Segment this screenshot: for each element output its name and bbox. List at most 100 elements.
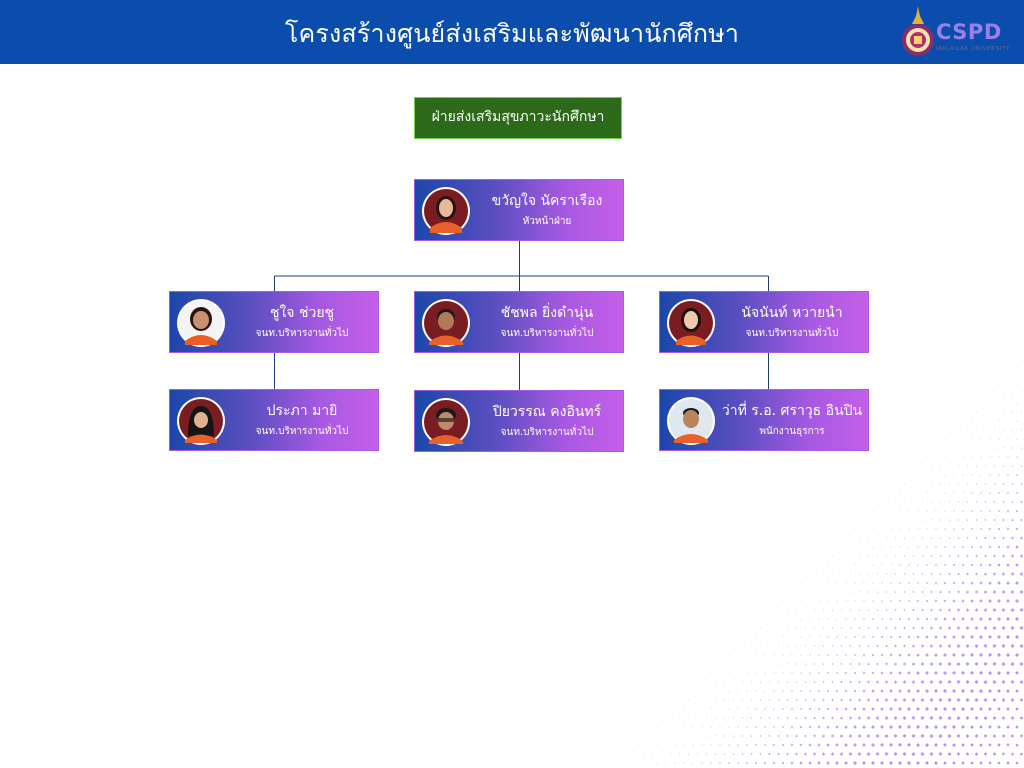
halftone-dot [899,492,901,494]
halftone-dot [1012,375,1013,377]
halftone-dot [805,573,806,575]
halftone-dot [911,733,916,738]
halftone-dot [934,671,938,675]
halftone-dot [1020,429,1023,431]
halftone-dot [997,527,1001,531]
halftone-dot [931,411,932,413]
halftone-dot [732,717,735,719]
halftone-dot [934,653,938,657]
halftone-dot [890,582,892,584]
halftone-dot [1019,644,1024,649]
halftone-dot [1010,590,1015,594]
halftone-dot [737,636,739,638]
halftone-dot [943,599,947,603]
halftone-dot [760,591,761,593]
person-name: ชูใจ ช่วยชู [269,305,335,321]
halftone-dot [791,510,793,512]
halftone-dot [939,590,942,594]
halftone-dot [975,572,978,576]
halftone-dot [948,483,951,485]
halftone-dot [960,670,966,675]
halftone-dot [951,688,957,693]
halftone-dot [913,411,914,413]
halftone-dot [787,519,788,521]
halftone-dot [994,357,995,359]
halftone-dot [777,717,780,719]
halftone-dot [1015,689,1019,693]
halftone-dot [822,663,825,665]
halftone-dot [1006,581,1010,585]
halftone-dot [974,661,979,666]
halftone-dot [1014,616,1020,621]
halftone-dot [850,519,851,521]
halftone-dot [1014,634,1020,639]
halftone-dot [827,654,829,656]
halftone-dot [952,563,956,567]
halftone-dot [809,618,811,620]
halftone-dot [773,546,775,548]
halftone-dot [881,546,883,548]
halftone-dot [809,582,811,584]
halftone-dot [844,725,848,729]
halftone-dot [809,600,811,602]
halftone-dot [890,528,892,530]
halftone-dot [831,609,834,611]
halftone-dot [800,582,802,584]
halftone-dot [934,563,938,566]
halftone-dot [922,393,923,395]
halftone-dot [688,609,689,611]
halftone-dot [935,474,937,476]
halftone-dot [652,753,653,755]
halftone-dot [800,528,802,530]
halftone-dot [949,357,950,359]
halftone-dot [656,636,658,638]
halftone-dot [796,519,797,521]
halftone-dot [908,384,910,386]
halftone-dot [1014,599,1020,604]
person-name: ขวัญใจ นัคราเรือง [491,193,603,209]
halftone-dot [853,653,857,657]
halftone-dot [989,420,991,422]
halftone-dot [679,627,680,629]
halftone-dot [760,555,761,557]
halftone-dot [931,483,932,485]
halftone-dot [670,663,671,665]
halftone-dot [997,509,1001,513]
halftone-dot [870,760,876,765]
halftone-dot [755,726,757,728]
halftone-dot [1010,662,1015,667]
halftone-dot [841,537,842,539]
halftone-dot [692,618,694,620]
halftone-dot [921,555,924,557]
halftone-dot [979,563,983,567]
halftone-dot [906,761,912,766]
halftone-dot [948,572,951,576]
org-card-head: ขวัญใจ นัคราเรือง หัวหน้าฝ่าย [414,179,624,241]
halftone-dot [985,339,986,341]
halftone-dot [957,537,960,539]
halftone-dot [949,393,950,395]
halftone-dot [741,717,744,719]
halftone-dot [853,707,857,711]
halftone-dot [723,735,726,737]
halftone-dot [976,393,977,395]
halftone-dot [920,733,925,738]
halftone-dot [813,627,816,629]
halftone-dot [710,600,712,602]
halftone-dot [922,483,923,485]
halftone-dot [755,546,757,548]
halftone-dot [782,690,784,692]
halftone-dot [773,654,775,656]
halftone-dot [938,662,943,666]
halftone-dot [935,402,937,404]
halftone-dot [714,753,717,755]
halftone-dot [665,690,667,692]
halftone-dot [871,653,875,657]
halftone-dot [656,708,658,710]
avatar [422,398,470,446]
halftone-dot [674,726,676,728]
halftone-dot [940,447,941,449]
halftone-dot [683,708,685,710]
halftone-dot [908,402,910,404]
halftone-dot [939,537,942,539]
